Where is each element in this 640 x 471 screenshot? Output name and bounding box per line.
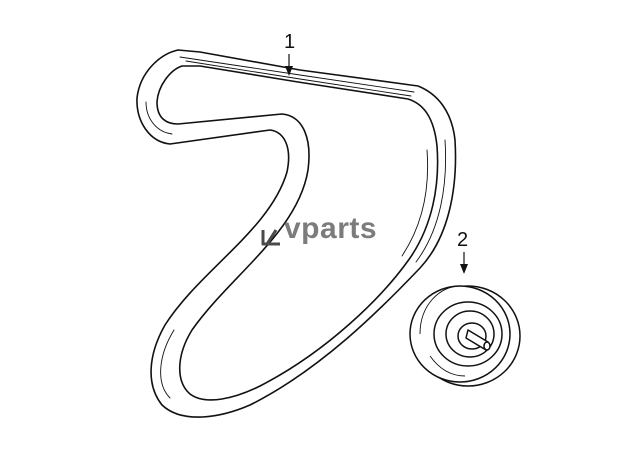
watermark-text: vparts (284, 212, 378, 245)
watermark-logo-icon (261, 229, 280, 246)
watermark: vparts (258, 214, 377, 244)
callout-1-leader (285, 54, 293, 76)
callout-2-leader (460, 252, 468, 274)
callout-number-2: 2 (457, 229, 469, 251)
idler-pulley-icon (409, 285, 521, 387)
callout-number-1: 1 (284, 31, 296, 53)
serpentine-belt-icon (136, 49, 457, 418)
